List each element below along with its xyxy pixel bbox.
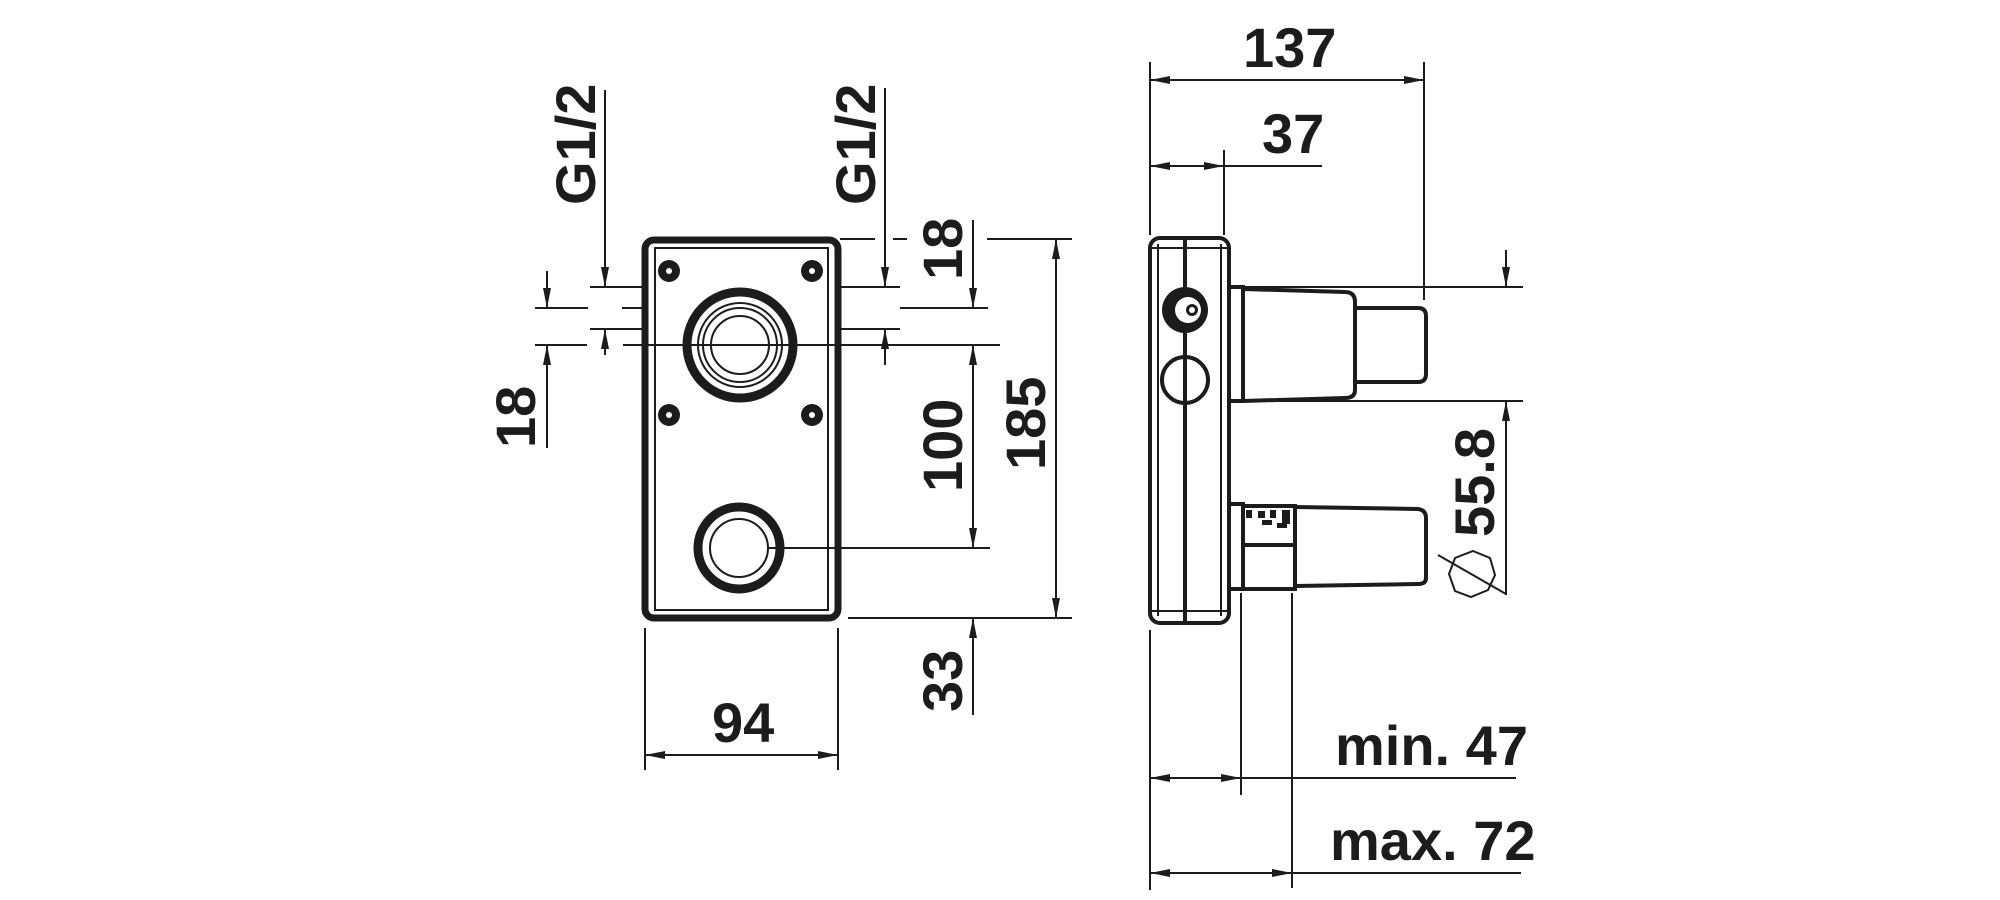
offset-label-right: 18 (911, 218, 974, 280)
thread-label-left: G1/2 (544, 84, 607, 205)
inlet-spacing-label: 100 (911, 399, 974, 492)
side-view: 137 37 55.8 min. 47 max. 72 (1148, 16, 1536, 890)
diameter-label: 55.8 (1443, 428, 1506, 537)
total-depth-label: 137 (1243, 16, 1336, 79)
screw-hole-icon (658, 260, 823, 426)
min-depth-label: min. 47 (1335, 714, 1528, 777)
upper-spout (1227, 285, 1428, 403)
max-depth-label: max. 72 (1330, 809, 1536, 872)
side-body-outline (1148, 236, 1231, 625)
lower-spout (1227, 502, 1428, 591)
lower-outlet-icon (693, 502, 785, 594)
bottom-offset-label: 33 (911, 650, 974, 712)
thread-label-right: G1/2 (824, 84, 887, 205)
total-height-label: 185 (994, 377, 1057, 470)
front-view: G1/2 G1/2 18 18 100 185 33 94 (484, 84, 1072, 770)
offset-label-left: 18 (484, 386, 547, 448)
diameter-symbol-icon (1437, 549, 1507, 599)
hatch-pattern-icon (1246, 510, 1290, 528)
port-circle-icon (1160, 355, 1210, 405)
front-body-outline (641, 236, 842, 622)
valve-knob-icon (1162, 287, 1208, 333)
width-label: 94 (712, 691, 774, 754)
body-depth-label: 37 (1262, 102, 1324, 165)
